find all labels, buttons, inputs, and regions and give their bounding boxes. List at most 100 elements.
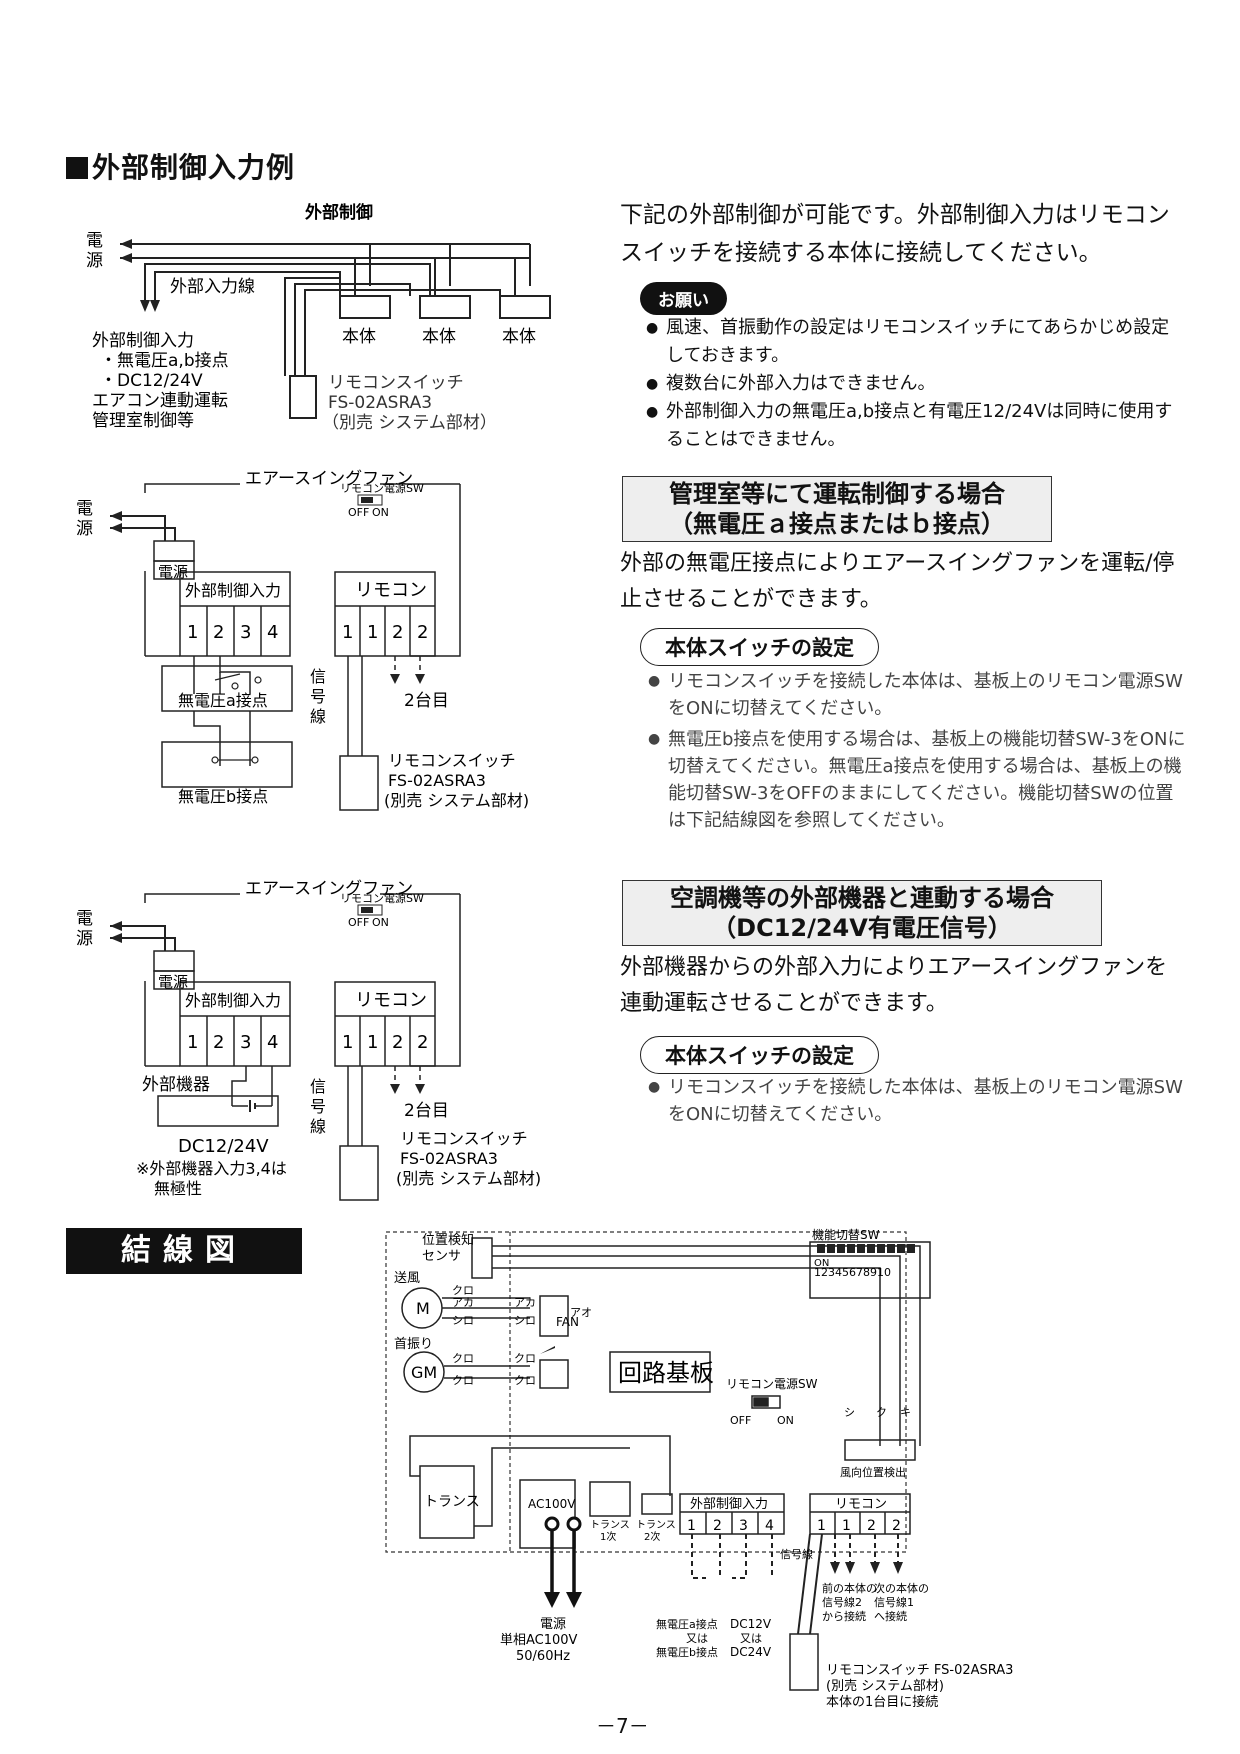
svg-text:本体の1台目に接続: 本体の1台目に接続 (826, 1694, 938, 1710)
svg-text:又は: 又は (740, 1632, 762, 1645)
svg-text:ON: ON (372, 916, 389, 929)
svg-text:（別売 システム部材）: （別売 システム部材） (322, 413, 497, 433)
square-icon (66, 157, 88, 179)
svg-text:回路基板: 回路基板 (618, 1359, 714, 1387)
svg-text:1: 1 (367, 1032, 378, 1053)
svg-text:送風: 送風 (394, 1271, 420, 1286)
case2-body: 外部機器からの外部入力によりエアースイングファンを連動運転させることができます。 (620, 955, 1168, 1016)
list-item: リモコンスイッチを接続した本体は、基板上のリモコン電源SWをONに切替えてくださ… (648, 668, 1188, 722)
diagram-dc-voltage: エアースイングファン リモコン電源SW OFF ON 電 源 電源 外部制御入力… (76, 879, 541, 1201)
svg-text:2: 2 (213, 1032, 224, 1053)
svg-text:トランス: トランス (424, 1494, 480, 1510)
svg-text:DC24V: DC24V (730, 1645, 772, 1659)
svg-text:2: 2 (867, 1518, 876, 1534)
svg-text:号: 号 (310, 1097, 326, 1116)
list-item: 風速、首振動作の設定はリモコンスイッチにてあらかじめ設定しておきます。 (646, 314, 1186, 370)
svg-text:(別売 システム部材): (別売 システム部材) (384, 791, 529, 810)
svg-text:FS-02ASRA3: FS-02ASRA3 (388, 771, 486, 790)
svg-text:2: 2 (417, 622, 428, 643)
svg-text:単相AC100V: 単相AC100V (500, 1632, 578, 1648)
svg-text:ON: ON (814, 1258, 829, 1269)
svg-text:外部機器: 外部機器 (142, 1075, 210, 1095)
svg-text:電源: 電源 (158, 973, 188, 991)
svg-text:電源: 電源 (540, 1617, 566, 1632)
svg-text:信号線: 信号線 (780, 1547, 813, 1561)
svg-text:・無電圧a,b接点: ・無電圧a,b接点 (100, 351, 229, 371)
svg-text:信号線2: 信号線2 (822, 1595, 862, 1609)
svg-text:へ接続: へ接続 (874, 1609, 907, 1623)
svg-text:リモコンスイッチ FS-02ASRA3: リモコンスイッチ FS-02ASRA3 (826, 1663, 1013, 1678)
svg-text:無電圧a接点: 無電圧a接点 (656, 1617, 718, 1631)
svg-text:前の本体の: 前の本体の (822, 1581, 877, 1595)
svg-text:(別売 システム部材): (別売 システム部材) (396, 1169, 541, 1188)
svg-text:2: 2 (392, 1032, 403, 1053)
svg-text:リモコンスイッチ: リモコンスイッチ (400, 1129, 528, 1148)
svg-text:2台目: 2台目 (404, 691, 449, 711)
svg-text:2: 2 (213, 622, 224, 643)
list-item: 外部制御入力の無電圧a,b接点と有電圧12/24Vは同時に使用することはできませ… (646, 398, 1186, 454)
list-item: 無電圧b接点を使用する場合は、基板上の機能切替SW-3をONに切替えてください。… (648, 726, 1188, 834)
power-label: 源 (86, 251, 103, 271)
svg-text:外部制御入力: 外部制御入力 (185, 991, 281, 1010)
svg-text:DC12V: DC12V (730, 1617, 772, 1631)
svg-text:・DC12/24V: ・DC12/24V (100, 371, 203, 391)
svg-text:機能切替SW: 機能切替SW (812, 1227, 880, 1242)
svg-text:クロ: クロ (514, 1352, 536, 1365)
svg-text:線: 線 (310, 707, 326, 726)
svg-text:1: 1 (342, 622, 353, 643)
svg-text:トランス: トランス (590, 1519, 630, 1531)
unit-label: 本体 (422, 327, 456, 347)
svg-text:1: 1 (842, 1518, 851, 1534)
svg-text:クロ: クロ (452, 1374, 474, 1387)
svg-text:源: 源 (76, 929, 93, 949)
svg-text:※外部機器入力3,4は: ※外部機器入力3,4は (136, 1159, 287, 1178)
svg-text:シロ: シロ (514, 1314, 536, 1327)
diagram-title: 外部制御 (305, 202, 373, 223)
svg-text:4: 4 (765, 1518, 774, 1534)
svg-text:クロ: クロ (452, 1284, 474, 1297)
svg-text:1次: 1次 (600, 1530, 616, 1543)
svg-text:アカ: アカ (452, 1296, 474, 1309)
svg-text:2: 2 (417, 1032, 428, 1053)
svg-text:号: 号 (310, 687, 326, 706)
svg-text:電: 電 (76, 499, 93, 519)
svg-text:信: 信 (310, 1077, 326, 1096)
wiring-title: 結線図 (66, 1228, 302, 1274)
svg-text:シ: シ (844, 1406, 855, 1419)
svg-text:OFF: OFF (730, 1414, 751, 1427)
svg-text:1: 1 (342, 1032, 353, 1053)
case1-body: 外部の無電圧接点によりエアースイングファンを運転/停止させることができます。 (620, 551, 1175, 612)
diagram-no-voltage: エアースイングファン リモコン電源SW OFF ON 電 源 電源 外部制御入力… (76, 469, 529, 811)
svg-text:OFF: OFF (348, 916, 369, 929)
svg-text:3: 3 (240, 622, 251, 643)
svg-text:3: 3 (240, 1032, 251, 1053)
svg-text:エアコン連動運転: エアコン連動運転 (92, 391, 228, 411)
svg-text:ON: ON (777, 1414, 794, 1427)
svg-text:50/60Hz: 50/60Hz (516, 1649, 570, 1664)
svg-text:トランス: トランス (636, 1519, 676, 1531)
list-item: リモコンスイッチを接続した本体は、基板上のリモコン電源SWをONに切替えてくださ… (648, 1074, 1188, 1128)
svg-text:M: M (416, 1299, 430, 1318)
svg-text:1: 1 (187, 622, 198, 643)
remote-label: リモコンスイッチ (328, 373, 464, 393)
svg-text:ク: ク (876, 1406, 887, 1419)
svg-text:無電圧b接点: 無電圧b接点 (656, 1645, 718, 1659)
svg-text:リモコン電源SW: リモコン電源SW (340, 481, 424, 495)
svg-text:信号線1: 信号線1 (874, 1595, 914, 1609)
svg-text:2: 2 (713, 1518, 722, 1534)
svg-text:AC100V: AC100V (528, 1497, 576, 1511)
power-label: 電 (86, 231, 103, 251)
case2-switch-label: 本体スイッチの設定 (640, 1036, 879, 1074)
case2-heading: 空調機等の外部機器と連動する場合 （DC12/24V有電圧信号） (622, 880, 1102, 946)
svg-text:リモコン: リモコン (355, 990, 427, 1011)
svg-text:風向位置検出: 風向位置検出 (840, 1465, 906, 1479)
svg-text:センサ: センサ (422, 1249, 461, 1264)
svg-text:シロ: シロ (452, 1314, 474, 1327)
ext-input-label: 外部制御入力 (92, 331, 194, 351)
svg-text:アカ: アカ (514, 1296, 536, 1309)
svg-text:2次: 2次 (644, 1530, 660, 1543)
svg-text:信: 信 (310, 667, 326, 686)
svg-text:クロ: クロ (452, 1352, 474, 1365)
svg-text:位置検知: 位置検知 (422, 1232, 474, 1248)
svg-text:リモコン電源SW: リモコン電源SW (340, 891, 424, 905)
